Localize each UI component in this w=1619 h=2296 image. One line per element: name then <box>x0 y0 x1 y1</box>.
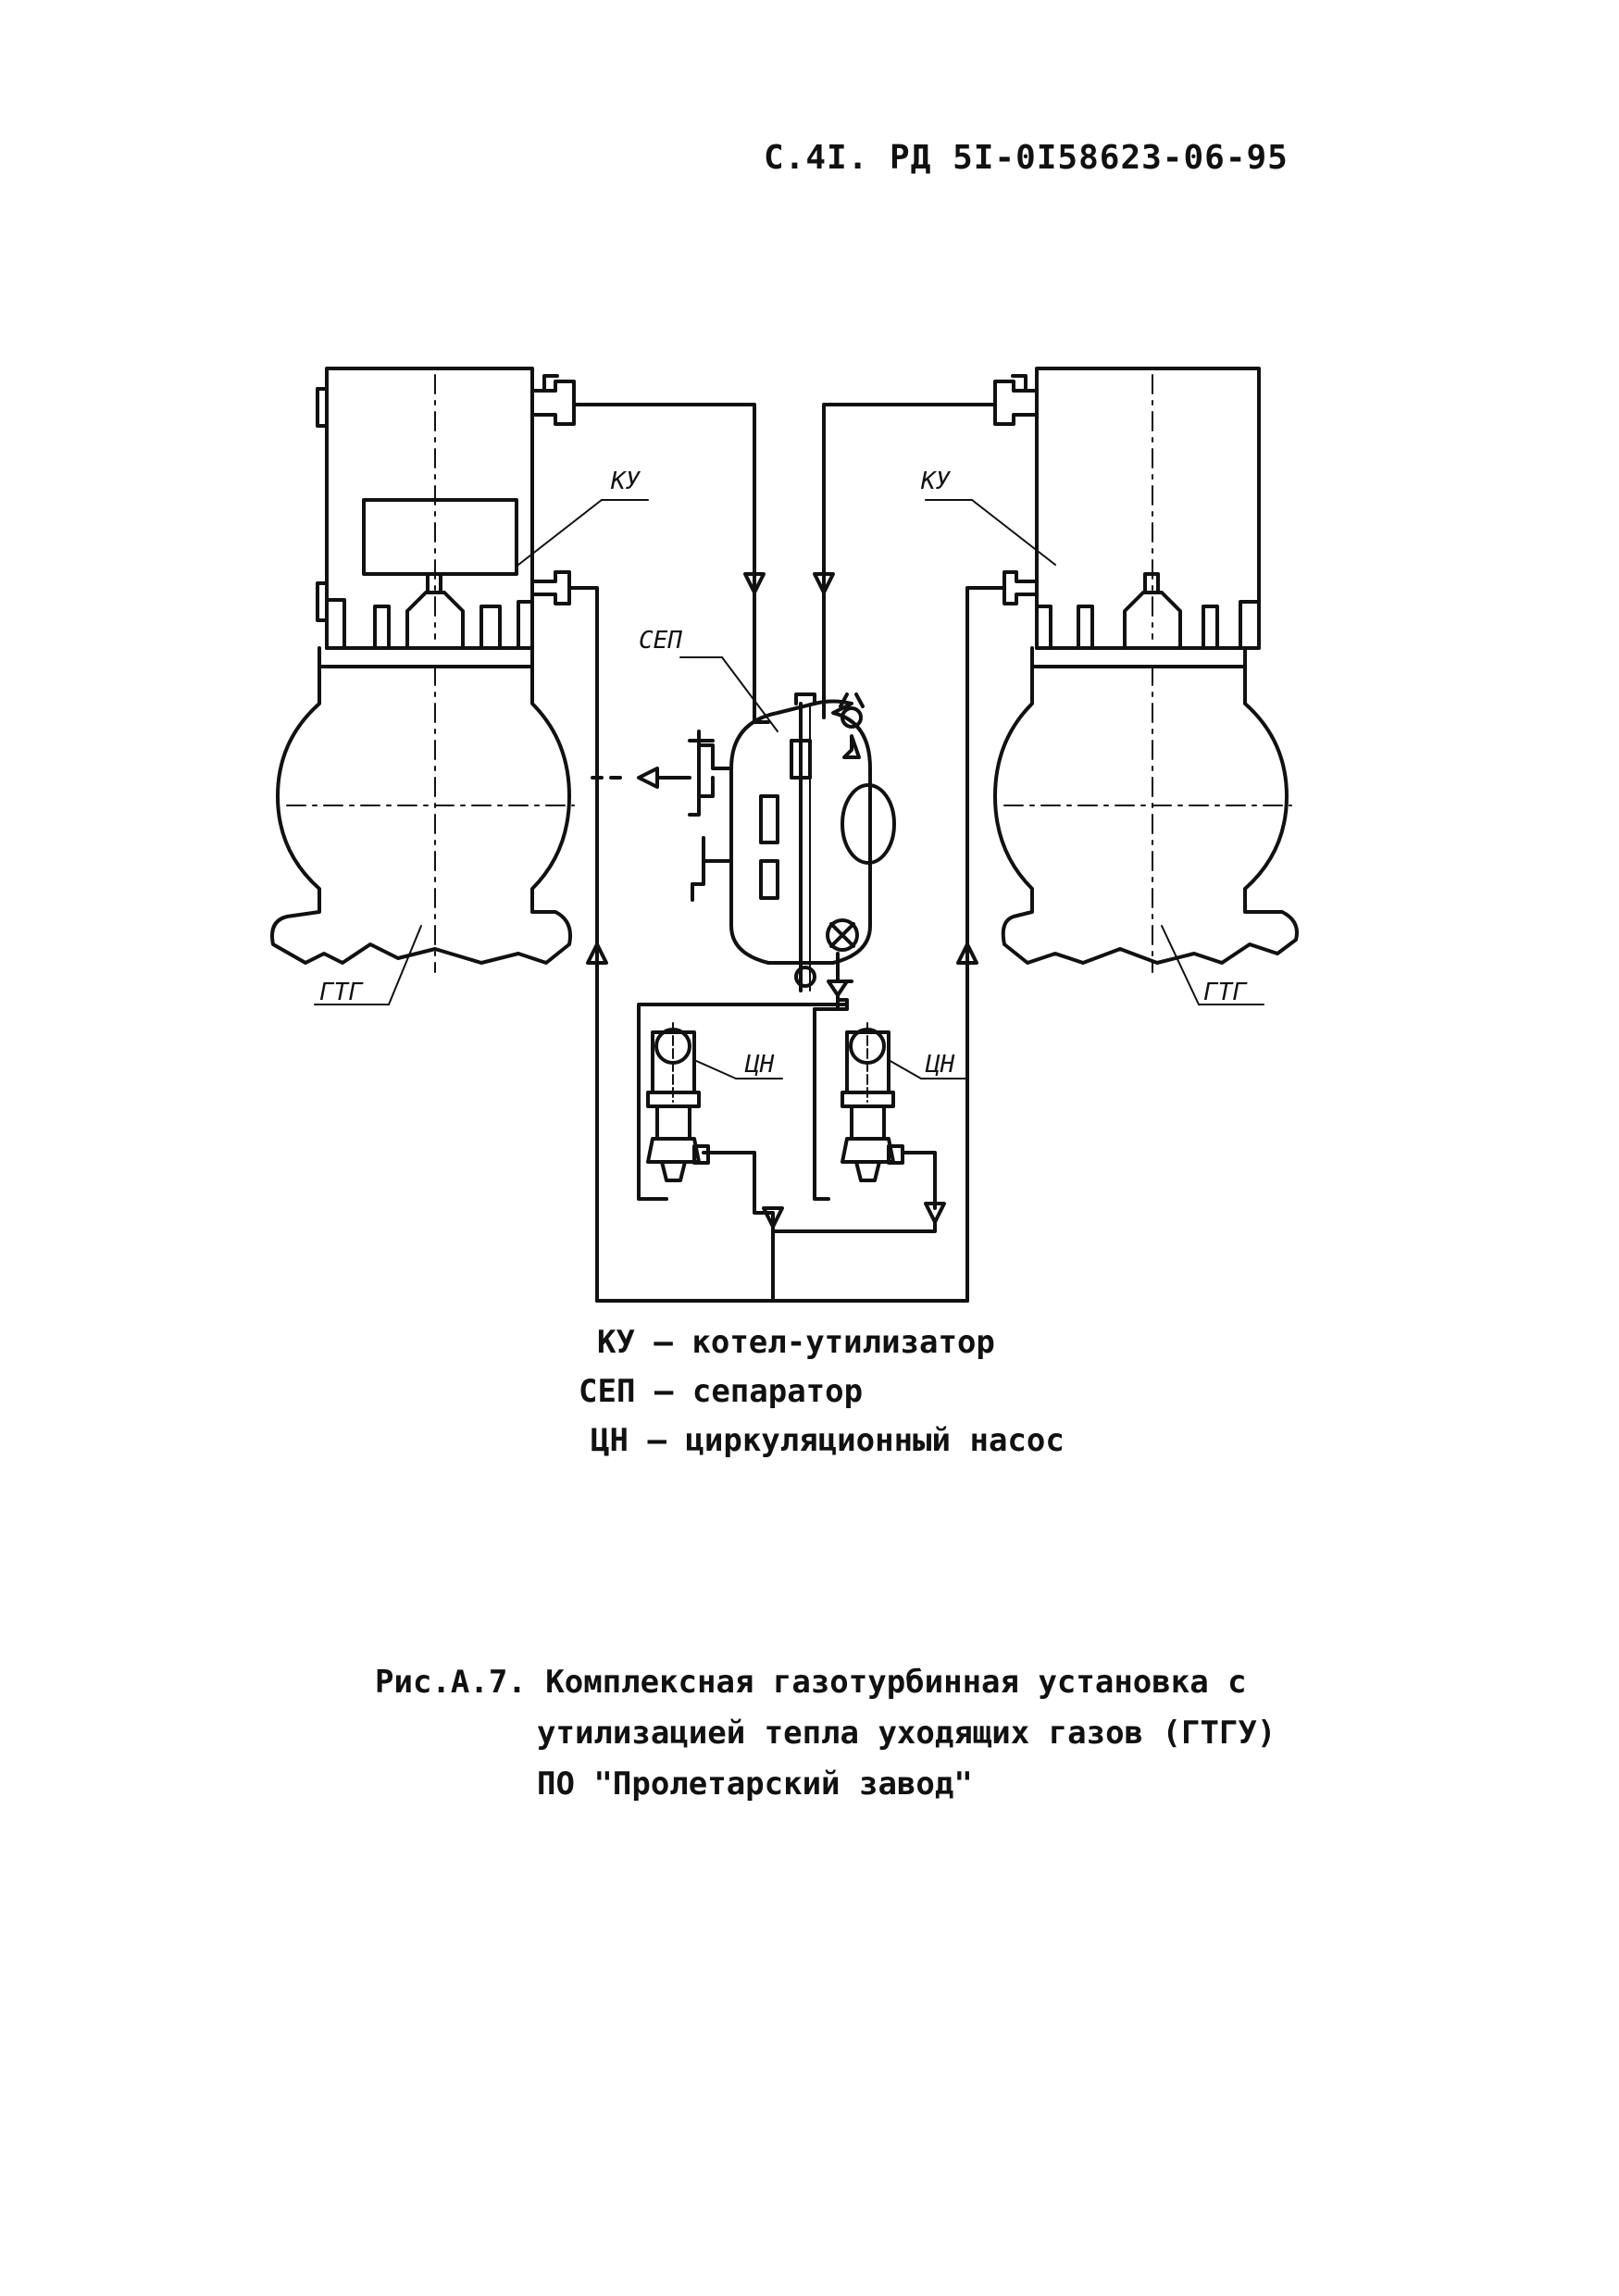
label-turbine-right: ГТГ <box>1203 979 1248 1006</box>
pump-left <box>646 1022 710 1182</box>
label-boiler-left: КУ <box>610 468 641 495</box>
piping-network <box>567 403 1006 1303</box>
leader-lines <box>517 499 1056 1079</box>
caption-line-3: ПО "Пролетарский завод" <box>537 1766 973 1803</box>
label-pump-left: ЦН <box>744 1051 775 1079</box>
caption-line-2-row: утилизацией тепла уходящих газов (ГТГУ) <box>537 1708 1276 1759</box>
legend-item-ku: КУ – котел-утилизатор <box>597 1324 995 1361</box>
turbine-generator-left <box>270 646 575 1005</box>
label-boiler-right: КУ <box>920 468 952 495</box>
figure-caption: Рис.А.7. Комплексная газотурбинная устан… <box>375 1657 1247 1708</box>
pump-right <box>841 1022 904 1182</box>
legend-item-sep: СЕП – сепаратор <box>579 1373 864 1410</box>
legend-item-cn: ЦН – циркуляционный насос <box>591 1422 1065 1459</box>
turbine-generator-right <box>993 646 1299 1005</box>
label-turbine-left: ГТГ <box>319 979 364 1006</box>
label-pump-right: ЦН <box>925 1051 955 1079</box>
separator <box>591 693 896 1011</box>
caption-line-1: Комплексная газотурбинная установка с <box>545 1664 1247 1701</box>
caption-prefix: Рис.А.7. <box>375 1664 527 1701</box>
label-separator: СЕП <box>639 627 682 655</box>
page-header: С.4I. РД 5I-0I58623-06-95 <box>764 139 1289 177</box>
boiler-right <box>993 367 1261 650</box>
caption-line-3-row: ПО "Пролетарский завод" <box>537 1759 973 1810</box>
caption-line-2: утилизацией тепла уходящих газов (ГТГУ) <box>537 1715 1277 1752</box>
boiler-left <box>316 367 576 650</box>
